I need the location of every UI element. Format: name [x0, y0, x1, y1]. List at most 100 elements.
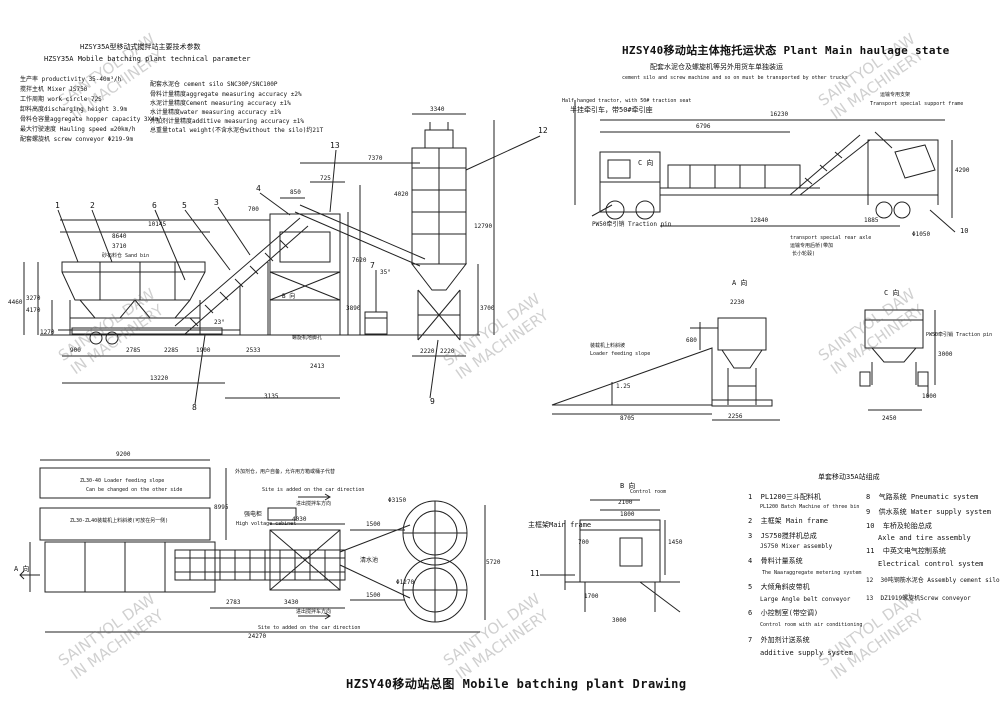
component-item: 3 JS750搅拌机总成 [748, 532, 817, 540]
slope-note-cn: 装载机上料斜坡 [590, 343, 626, 349]
component-item: 12 30吨钢筋水泥仓 Assembly cement silo [866, 577, 1000, 584]
dimension-label: Φ3150 [388, 497, 407, 504]
component-item-en: Control room with air conditioning [760, 622, 863, 628]
parameter-title-cn: HZSY35A型移动式搅拌站主要技术参数 [80, 43, 201, 51]
dimension-label: 3700 [480, 305, 495, 312]
haulage-subtitle-en: cement silo and screw machine and so on … [622, 75, 848, 81]
component-item-en: Axle and tire assembly [878, 534, 971, 542]
sand-bin-label: 砂石料仓 Sand bin [102, 253, 150, 259]
callout-number: 8 [192, 403, 197, 412]
dimension-label: 9200 [116, 451, 131, 458]
dimension-label: 725 [320, 175, 331, 182]
haulage-subtitle-cn: 配套水泥仓及螺旋机等另外用货车单独装运 [650, 63, 783, 71]
tractor-note: Half hanged tractor, with 50# traction s… [562, 98, 692, 104]
parameter-row: 配套水泥仓 cement silo SNC30P/SNC100P [150, 81, 278, 88]
callout-number: 7 [370, 261, 375, 270]
parameter-row: 最大行驶速度 Hauling speed ≤20km/h [20, 126, 136, 133]
power-cabinet-en: High voltage cabinet [236, 521, 297, 527]
dimension-label: 13220 [150, 375, 169, 382]
callout-number: 4 [256, 184, 261, 193]
dimension-label: 700 [248, 206, 259, 213]
loader-slope-alt: ZL30-ZL40装载机上料斜坡(可放在另一侧) [70, 518, 169, 524]
component-item: 8 气路系统 Pneumatic system [866, 493, 979, 501]
additive-direction-note: Site is added on the car direction [262, 487, 365, 493]
callout-number: 9 [430, 397, 435, 406]
component-item-en: JS750 Mixer assembly [760, 543, 833, 550]
component-item-en: Large Angle belt conveyor [760, 596, 851, 603]
callout-number: 11 [530, 569, 540, 578]
dimension-label: 4290 [955, 167, 970, 174]
haulage-view-label: C 向 [638, 159, 654, 167]
components-title: 单套移动35A站组成 [818, 473, 880, 481]
view-a-label: A 向 [732, 279, 748, 287]
control-room-label: Control room [630, 489, 667, 495]
component-item: 10 车桥及轮胎总成 [866, 522, 932, 530]
dimension-label: 2413 [310, 363, 325, 370]
component-item: 5 大倾角斜皮带机 [748, 583, 810, 591]
dimension-label: 2230 [730, 299, 745, 306]
additive-direction-cn: 进出搅拌车方向 [296, 501, 332, 507]
exit-direction-en: Site to added on the car direction [258, 625, 361, 631]
power-cabinet-cn: 强电柜 [244, 511, 263, 518]
dimension-label: 1000 [922, 393, 937, 400]
component-item: 9 供水系统 Water supply system [866, 508, 991, 516]
bolt-hole-note: 螺旋机地脚孔 [292, 335, 323, 341]
view-c-label: C 向 [884, 289, 900, 297]
dimension-label: 2783 [226, 599, 241, 606]
dimension-label: 7370 [368, 155, 383, 162]
dimension-label: 3000 [938, 351, 953, 358]
dimension-label: Φ1270 [396, 579, 415, 586]
parameter-row: 总重量total weight(不含水泥仓without the silo)约2… [150, 127, 324, 134]
dimension-label: 1500 [366, 592, 381, 599]
view-c-traction-pin: PW50牵引销 Traction pin [926, 332, 993, 338]
dimension-label: 4460 [8, 299, 23, 306]
component-item: 2 主框架 Main frame [748, 517, 829, 525]
parameter-row: 生产率 productivity 35-40m³/h [20, 76, 122, 83]
plan-view [20, 460, 485, 632]
dimension-label: 12790 [474, 223, 493, 230]
dimension-label: 2220 [420, 348, 435, 355]
dimension-label: 3000 [612, 617, 627, 624]
callout-number: 3 [214, 198, 219, 207]
callout-number: 6 [152, 201, 157, 210]
parameter-row: 工作周期 work circle 72S [20, 96, 102, 103]
support-frame-cn: 运输专用支架 [880, 92, 911, 98]
dimension-label: 700 [578, 539, 589, 546]
dimension-label: 2100 [618, 499, 633, 506]
callout-number: 12 [538, 126, 548, 135]
dimension-label: 24270 [248, 633, 267, 640]
parameter-row: 骨料仓容量aggregate hopper capacity 3X4m³ [20, 116, 162, 123]
parameter-row: 外加剂计量精度additive measuring accuracy ±1% [150, 118, 304, 125]
component-item: 1 PL1200三斗配料机 [748, 493, 821, 501]
dimension-label: 1800 [620, 511, 635, 518]
dimension-label: 4030 [292, 516, 307, 523]
haulage-view [575, 100, 955, 232]
callout-number: 1 [55, 201, 60, 210]
component-item-en: The Naaraggregate metering system [762, 570, 862, 576]
haulage-title: HZSY40移动站主体拖托运状态 Plant Main haulage stat… [622, 44, 950, 57]
parameter-row: 配套螺旋机 screw conveyor Φ219-9m [20, 136, 134, 143]
dimension-label: 6796 [696, 123, 711, 130]
dimension-label: 12840 [750, 217, 769, 224]
dimension-label: 8640 [112, 233, 127, 240]
rear-axle-cn: 运输专用后桥(带加 [790, 243, 834, 249]
angle-label: 23° [214, 319, 225, 326]
dimension-label: Φ1050 [912, 231, 931, 238]
dimension-label: 2450 [882, 415, 897, 422]
loader-slope-label: ZL30-40 Loader feeding slope [80, 478, 165, 484]
dimension-label: 8995 [214, 504, 229, 511]
callout-number: 10 [960, 227, 969, 235]
component-item: 6 小控制室(带空调) [748, 609, 819, 617]
parameter-row: 搅拌主机 Mixer JS750 [20, 86, 88, 93]
callout-number: 5 [182, 201, 187, 210]
view-a [552, 318, 780, 420]
dimension-label: 1450 [668, 539, 683, 546]
dimension-label: 4020 [394, 191, 409, 198]
callout-number: 13 [330, 141, 340, 150]
parameter-row: 骨料计量精度aggregate measuring accuracy ±2% [150, 91, 302, 98]
rear-axle-cn2: 长小轮毂) [792, 251, 816, 257]
dimension-label: 1900 [196, 347, 211, 354]
dimension-label: 3890 [346, 305, 361, 312]
dimension-label: 16230 [770, 111, 789, 118]
